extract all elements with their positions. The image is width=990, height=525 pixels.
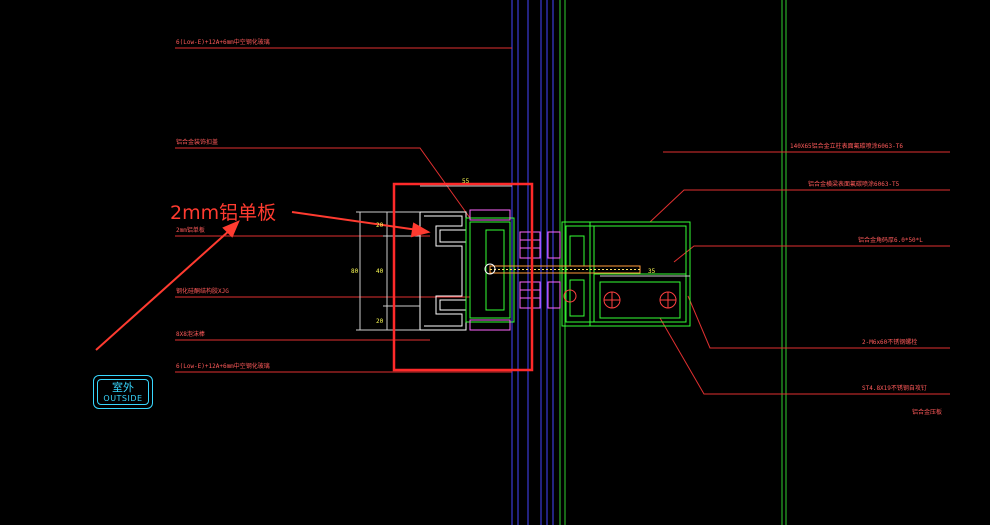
callout-aluminium-panel: 2mm铝单板 [176,227,205,234]
dim-c: 20 [376,318,384,325]
badge-en: OUTSIDE [103,394,143,403]
callout-mullion: 140X65铝合金立柱表面氟碳喷涂6063-T6 [790,143,903,150]
dimension-lines [356,185,690,331]
dim-b: 40 [376,268,384,275]
callout-bolt: 2-M6x60不锈钢螺栓 [862,339,918,346]
glass-lines [511,0,787,525]
callout-foam-rod: 8X8泡沫棒 [176,331,205,338]
frame-profile [465,217,691,327]
dim-top: 55 [462,178,470,185]
callout-cover-cap: 铝合金装饰扣盖 [176,139,219,146]
highlight-box [392,182,534,372]
dim-right: 35 [648,268,656,275]
annotation-label: 2mm铝单板 [170,202,277,224]
annotation-arrows [95,211,431,351]
callout-transom: 铝合金横梁表面氟碳喷涂6063-T5 [808,181,900,188]
callout-glass-top: 6(Low-E)+12A+6mm中空钢化玻璃 [176,39,270,46]
badge-inner-border [97,379,149,405]
callout-structural-sealant: 钢化硅酮结构胶XJG [176,288,229,295]
callout-angle-bracket: 铝合金角码厚6.0*50*L [858,237,923,244]
bolt [484,263,641,275]
gaskets [469,209,561,331]
outside-badge: 室外 OUTSIDE [93,375,153,409]
cladding-profile [419,211,467,331]
badge-cn: 室外 [112,381,134,394]
screws [563,289,677,309]
dim-total: 80 [351,268,359,275]
callout-screw: ST4.8X19不锈钢自攻钉 [862,385,927,392]
dim-a: 20 [376,222,384,229]
right-leaders [649,151,950,395]
callout-pressure-plate: 铝合金压板 [912,409,943,416]
callout-glass-bottom: 6(Low-E)+12A+6mm中空钢化玻璃 [176,363,270,370]
